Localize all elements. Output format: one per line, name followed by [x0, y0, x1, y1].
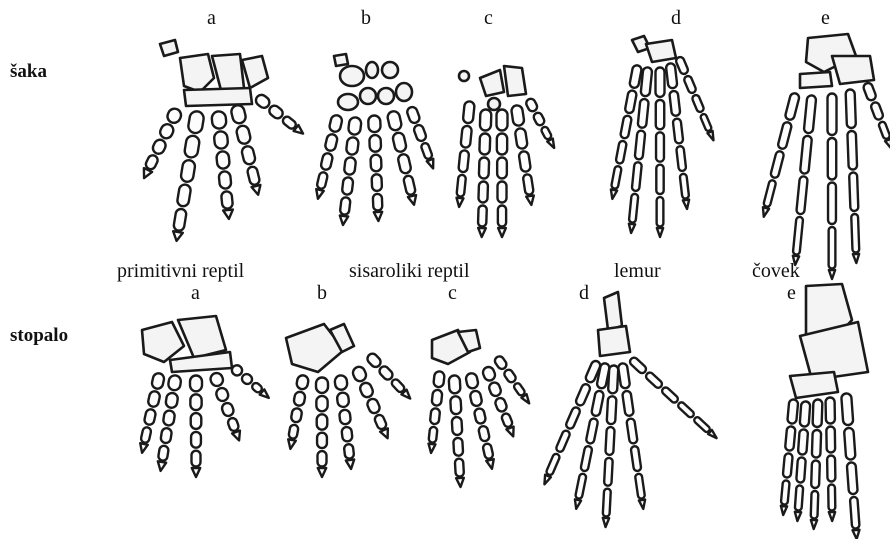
hand-a-primitive-reptile-digit-5 — [254, 93, 303, 134]
foot-a-primitive-reptile-digit-2 — [158, 375, 182, 471]
hand-a-primitive-reptile-digit-4 — [230, 104, 260, 195]
hand-c-mammal-like-reptile-digit-3 — [497, 110, 508, 238]
hand-b-mammal-like-reptile-digit-1 — [316, 114, 343, 199]
foot-b-mammal-like-reptile-digit-1 — [288, 374, 309, 448]
hand-c-mammal-like-reptile-digit-2 — [478, 109, 492, 237]
hand-a-primitive-reptile-digit-1 — [144, 107, 183, 179]
foot-a-primitive-reptile-digit-3 — [190, 376, 202, 478]
foot-e-human-digit-3 — [811, 399, 823, 529]
foot-e-human — [781, 284, 868, 539]
foot-b-mammal-like-reptile — [286, 324, 410, 477]
hand-e-human-digit-5 — [862, 82, 890, 149]
hand-d-lemur-digit-3 — [656, 68, 665, 238]
foot-d-lemur — [544, 292, 716, 527]
hand-a-primitive-reptile-digit-2 — [173, 110, 205, 241]
foot-d-lemur-digit-3 — [603, 365, 619, 527]
foot-d-lemur-digit-2 — [575, 363, 610, 509]
limb-skeletons — [140, 34, 890, 539]
hand-c-mammal-like-reptile-digit-5 — [525, 97, 554, 148]
hand-e-human-digit-2 — [793, 95, 817, 265]
foot-b-mammal-like-reptile-digit-3 — [334, 375, 354, 469]
hand-e-human-digit-3 — [828, 94, 837, 280]
hand-c-mammal-like-reptile-digit-4 — [511, 105, 534, 205]
hand-b-mammal-like-reptile-digit-4 — [386, 110, 416, 205]
foot-a-primitive-reptile — [140, 316, 269, 477]
foot-c-mammal-like-reptile-digit-1 — [428, 371, 444, 453]
hand-a-primitive-reptile-digit-3 — [211, 111, 233, 219]
foot-d-lemur-digit-4 — [618, 363, 645, 509]
foot-a-primitive-reptile-digit-4 — [209, 371, 240, 440]
hand-c-mammal-like-reptile — [456, 66, 554, 237]
foot-e-human-digit-4 — [826, 397, 836, 521]
hand-e-human-digit-1 — [763, 92, 800, 216]
hand-b-mammal-like-reptile-digit-3 — [368, 115, 382, 221]
foot-c-mammal-like-reptile — [428, 330, 529, 487]
hand-b-mammal-like-reptile — [316, 54, 433, 225]
foot-c-mammal-like-reptile-digit-2 — [449, 375, 464, 487]
foot-b-mammal-like-reptile-digit-2 — [316, 378, 328, 478]
hand-e-human-digit-4 — [846, 89, 860, 263]
foot-e-human-digit-5 — [841, 393, 860, 539]
hand-d-lemur — [611, 36, 714, 237]
hand-e-human — [763, 34, 890, 279]
hand-a-primitive-reptile — [144, 40, 303, 241]
foot-d-lemur-digit-5 — [628, 356, 716, 438]
hand-b-mammal-like-reptile-digit-2 — [340, 117, 362, 225]
foot-a-primitive-reptile-digit-5 — [230, 363, 269, 398]
hand-c-mammal-like-reptile-digit-1 — [456, 101, 474, 207]
